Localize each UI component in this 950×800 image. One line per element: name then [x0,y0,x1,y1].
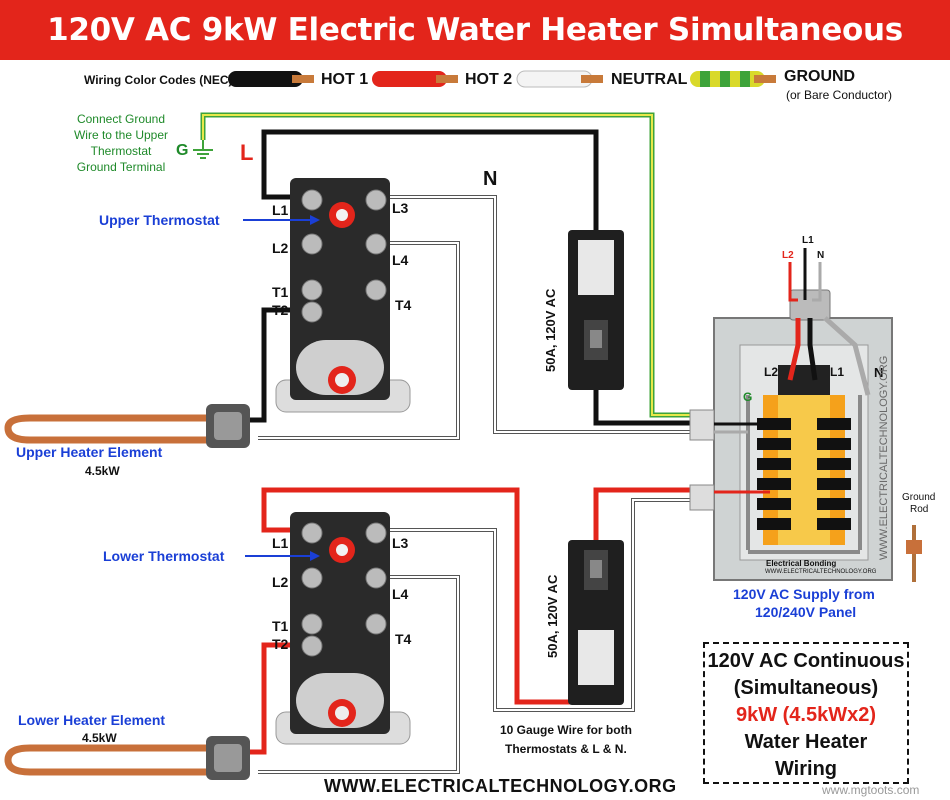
panel-inner-g: G [743,390,753,404]
legend-hot1-label: HOT 1 [321,71,369,88]
lower-terminal-l3: L3 [392,535,409,551]
panel-side-watermark: WWW.ELECTRICALTECHNOLOGY.ORG [878,355,890,560]
footer-url: WWW.ELECTRICALTECHNOLOGY.ORG [324,776,677,796]
legend-neutral-label: NEUTRAL [611,71,688,88]
summary-line3: 9kW (4.5kWx2) [735,704,877,726]
upper-thermostat [275,178,411,413]
lower-terminal-l1: L1 [272,535,289,551]
legend-heading: Wiring Color Codes (NEC) [84,73,233,87]
lower-element-power: 4.5kW [82,731,117,745]
ground-symbol [193,140,213,159]
legend-wire-hot1 [228,71,314,87]
wire-note-line2: Thermostats & L & N. [505,742,627,756]
panel-inner-l1: L1 [830,365,845,379]
summary-line2: (Simultaneous) [733,677,879,699]
lower-terminal-l4: L4 [392,586,409,602]
ground-rod-line1: Ground [902,492,936,503]
lower-breaker-label: 50A, 120V AC [545,574,560,658]
panel-feed [787,248,871,396]
lower-thermostat-label: Lower Thermostat [103,548,225,564]
lower-terminal-t1: T1 [272,618,289,634]
panel-caption-line1: 120V AC Supply from [733,586,875,602]
wire-note-line1: 10 Gauge Wire for both [500,723,632,737]
ground-note-line4: Ground Terminal [76,160,166,174]
legend-hot2-label: HOT 2 [465,71,513,88]
upper-terminal-l1: L1 [272,202,289,218]
upper-thermostat-label: Upper Thermostat [99,212,220,228]
summary-line4: Water Heater [744,731,868,753]
lower-l-wire [261,487,580,705]
upper-terminal-t1: T1 [272,284,289,300]
ground-note-line3: Thermostat [90,144,152,158]
upper-terminal-l2: L2 [272,240,289,256]
panel-top-l1: L1 [802,235,814,246]
upper-terminal-l3: L3 [392,200,409,216]
legend-ground-label: GROUND [784,68,856,85]
lower-terminal-l2: L2 [272,574,289,590]
upper-breaker-out-wire [593,388,690,426]
ground-rod [906,525,922,582]
upper-terminal-l4: L4 [392,252,409,268]
legend-wire-ground [690,71,776,87]
panel-small-watermark: WWW.ELECTRICALTECHNOLOGY.ORG [765,569,877,575]
legend-ground-note: (or Bare Conductor) [786,88,893,102]
corner-watermark: www.mgtoots.com [822,783,920,797]
legend-wire-neutral [516,70,603,88]
service-panel [689,317,893,581]
panel-bonding-label: Electrical Bonding [766,559,837,568]
upper-terminal-t4: T4 [395,297,412,313]
summary-line1: 120V AC Continuous [707,650,905,672]
lower-terminal-t4: T4 [395,631,412,647]
ground-note-line1: Connect Ground [76,112,166,126]
lower-arrow-icon [245,551,320,561]
summary-line5: Wiring [774,758,838,780]
ground-note-line2: Wire to the Upper [73,128,169,142]
upper-arrow-icon [243,215,320,225]
upper-terminal-t2: T2 [272,302,289,318]
upper-breaker-label: 50A, 120V AC [543,288,558,372]
upper-element-power: 4.5kW [85,464,120,478]
lower-t2-wire [248,642,292,755]
lower-breaker [568,540,624,705]
upper-l-wire [261,129,599,260]
panel-caption-line2: 120/240V Panel [755,604,857,620]
ground-rod-line2: Rod [910,504,929,515]
ground-note: Connect Ground Wire to the Upper Thermos… [70,111,172,175]
lower-thermostat [275,512,411,745]
lower-terminal-t2: T2 [272,636,289,652]
upper-heater-element [4,404,250,448]
lower-heater-element [4,736,250,780]
diagram-title: 120V AC 9kW Electric Water Heater Simult… [47,12,903,108]
title-bar [0,0,950,60]
neutral-marker-n: N [483,168,498,190]
panel-top-n: N [817,250,825,261]
upper-n-wire [388,195,690,434]
legend-wire-hot2 [372,71,458,87]
panel-top-l2: L2 [782,250,794,261]
upper-element-label: Upper Heater Element [16,444,163,460]
panel-inner-l2: L2 [764,365,779,379]
lower-element-label: Lower Heater Element [18,712,166,728]
line-marker-l: L [240,140,254,165]
ground-g-label: G [176,142,189,159]
summary-box: 120V AC Continuous (Simultaneous) 9kW (4… [703,642,909,784]
upper-t2-wire [248,307,292,423]
lower-n-wire [388,498,690,712]
upper-breaker [568,230,624,390]
panel-inner-n: N [874,365,884,380]
